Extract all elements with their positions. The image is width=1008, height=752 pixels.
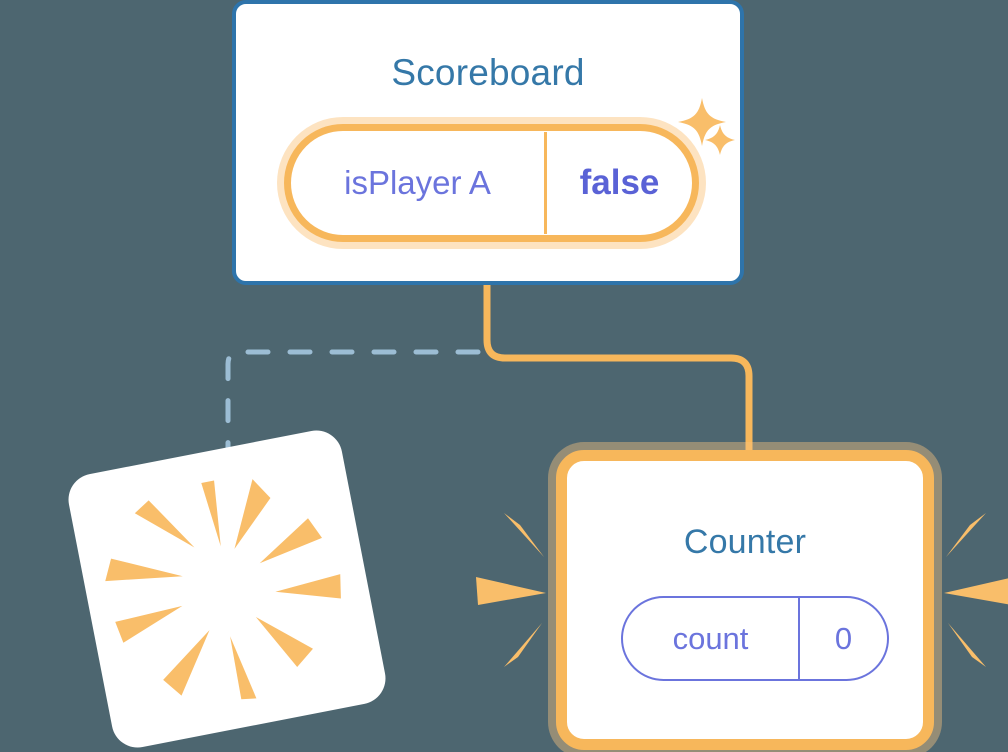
card-scoreboard[interactable]: Scoreboard isPlayer A false xyxy=(232,0,744,285)
sparkle-small-icon xyxy=(705,125,735,155)
card-counter[interactable]: Counter count 0 xyxy=(556,450,934,750)
counter-state-key: count xyxy=(672,620,749,656)
counter-left-rays-icon xyxy=(476,513,546,667)
scoreboard-state-value: false xyxy=(579,163,660,202)
sparkle-large-icon xyxy=(678,98,726,146)
counter-state-value: 0 xyxy=(834,620,853,656)
counter-state-pill[interactable]: count 0 xyxy=(621,596,889,681)
scoreboard-title: Scoreboard xyxy=(391,52,585,93)
card-rerendered-burst[interactable] xyxy=(64,426,390,752)
scoreboard-state-key: isPlayer A xyxy=(344,164,491,201)
counter-title: Counter xyxy=(683,523,807,561)
scoreboard-state-pill[interactable]: isPlayer A false xyxy=(284,124,699,242)
counter-right-rays-icon xyxy=(944,513,1008,667)
burst-rays-icon xyxy=(105,479,341,700)
pill-divider xyxy=(544,132,547,234)
pill-divider xyxy=(798,598,800,679)
connector-solid-scoreboard-to-counter xyxy=(483,283,753,462)
